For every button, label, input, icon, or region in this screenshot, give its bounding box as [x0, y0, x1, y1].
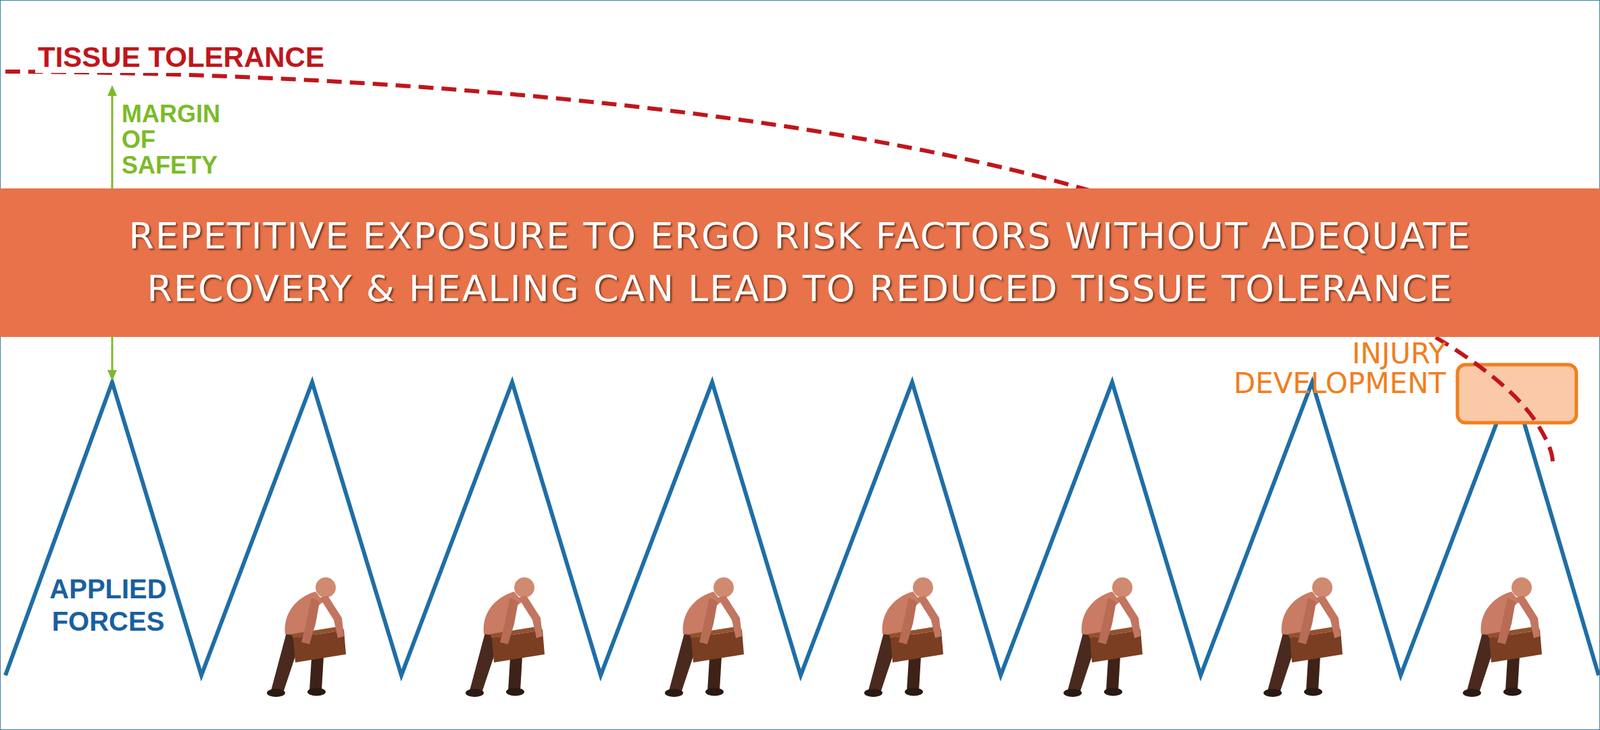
banner-band: REPETITIVE EXPOSURE TO ERGO RISK FACTORS…: [0, 188, 1600, 338]
callout-label: INJURY DEVELOPMENT: [1189, 339, 1446, 399]
arrow-label: MARGIN OF SAFETY: [121, 101, 237, 178]
curve-label: TISSUE TOLERANCE: [35, 41, 328, 73]
axis-label: APPLIED FORCES: [40, 572, 176, 638]
banner-text: REPETITIVE EXPOSURE TO ERGO RISK FACTORS…: [40, 210, 1560, 317]
